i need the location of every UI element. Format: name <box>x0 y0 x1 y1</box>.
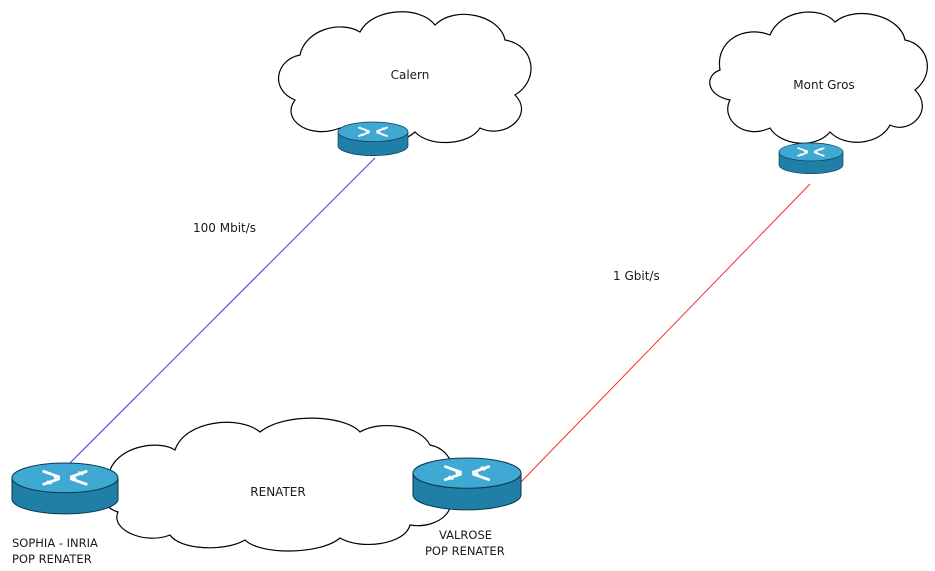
link-montgros-valrose <box>519 183 811 484</box>
cloud-mont-gros <box>709 11 928 144</box>
router-sophia-label: SOPHIA - INRIA POP RENATER <box>12 535 98 567</box>
router-mont-gros <box>778 142 844 175</box>
link-calern-speed: 100 Mbit/s <box>193 221 257 235</box>
router-valrose <box>411 456 523 512</box>
link-mont-gros-speed: 1 Gbit/s <box>613 269 660 283</box>
router-valrose-name: VALROSE <box>439 528 493 542</box>
cloud-renater-label: RENATER <box>250 485 306 499</box>
router-valrose-label: VALROSE POP RENATER <box>425 527 505 559</box>
cloud-mont-gros-label: Mont Gros <box>793 78 855 92</box>
router-calern <box>337 121 409 157</box>
router-sophia-role: POP RENATER <box>12 552 92 566</box>
router-sophia <box>10 461 120 516</box>
router-valrose-role: POP RENATER <box>425 544 505 558</box>
cloud-renater <box>98 417 453 552</box>
link-calern-sophia <box>67 157 376 466</box>
cloud-calern <box>278 11 532 145</box>
router-sophia-name: SOPHIA - INRIA <box>12 536 98 550</box>
cloud-calern-label: Calern <box>390 68 430 82</box>
